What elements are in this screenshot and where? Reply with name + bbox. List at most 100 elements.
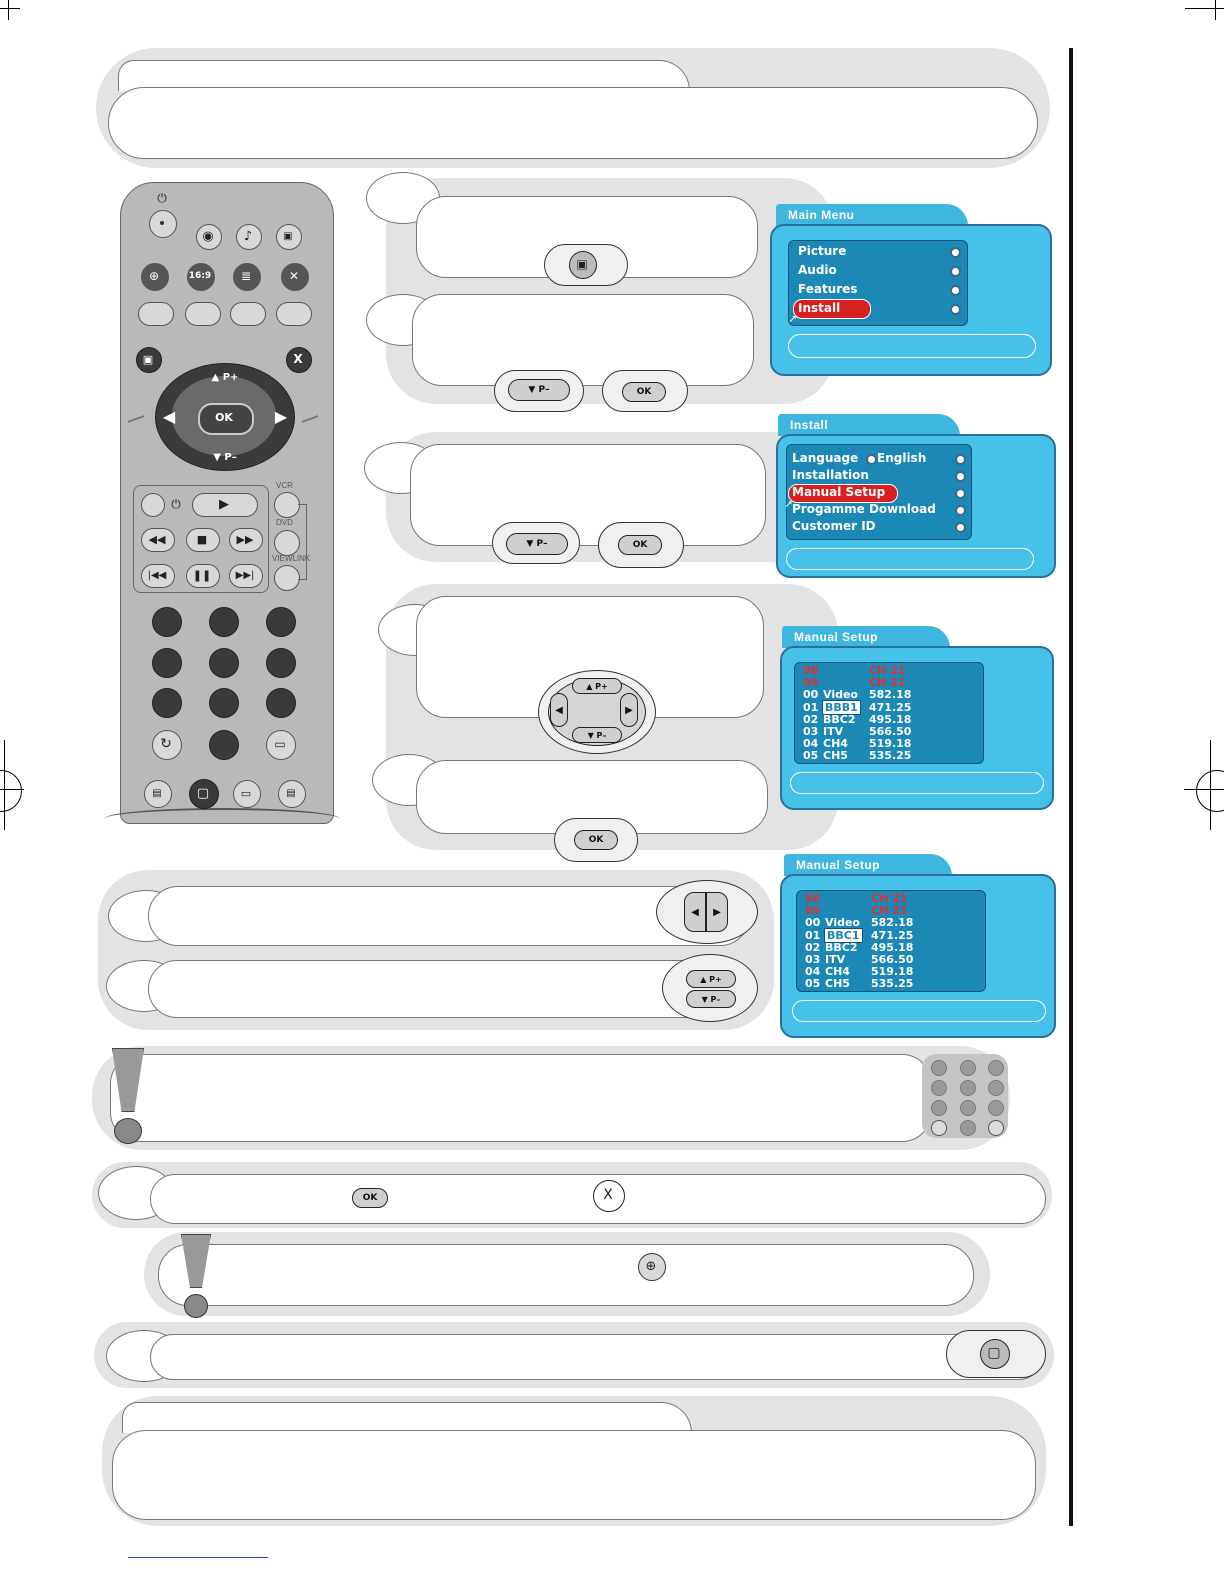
fast-forward-button[interactable] bbox=[229, 528, 263, 552]
number-key-6[interactable] bbox=[266, 648, 296, 678]
surround-button[interactable] bbox=[196, 224, 222, 250]
main-menu-item-features[interactable]: Features bbox=[798, 282, 858, 296]
number-key-8[interactable] bbox=[209, 688, 239, 718]
main-menu-item-install[interactable]: Install bbox=[798, 301, 841, 315]
p-minus-key-label-3: P– bbox=[596, 730, 607, 740]
tv-icon: ▢ bbox=[196, 785, 210, 801]
right-arrow-button[interactable]: ▶ bbox=[274, 406, 288, 426]
program-down-button[interactable]: ▼ P– bbox=[213, 451, 237, 463]
dvd-select-button[interactable] bbox=[274, 530, 300, 556]
record-button[interactable] bbox=[141, 493, 165, 517]
program-up-button[interactable]: ▲ P+ bbox=[211, 371, 239, 383]
registration-mark-left-h bbox=[0, 789, 24, 790]
keypad-mini-key bbox=[988, 1060, 1004, 1076]
channel-number: 98 bbox=[805, 892, 821, 905]
registration-mark-right-h bbox=[1184, 789, 1224, 790]
channel-number: 02 bbox=[805, 940, 821, 954]
submenu-arrow-icon bbox=[950, 266, 961, 277]
keypad-mini-key bbox=[931, 1080, 947, 1096]
install-item-programme-download[interactable]: Progamme Download bbox=[792, 502, 936, 516]
vcr-select-button[interactable] bbox=[274, 492, 300, 518]
transport-block bbox=[133, 485, 269, 593]
channel-frequency: 535.25 bbox=[871, 977, 914, 991]
info-button[interactable] bbox=[144, 780, 172, 808]
vcr-standby-icon: ⏻ bbox=[171, 496, 181, 511]
previous-button[interactable] bbox=[141, 564, 175, 588]
number-key-4[interactable] bbox=[152, 648, 182, 678]
ok-key-3: OK bbox=[574, 830, 618, 850]
picture-button[interactable] bbox=[233, 780, 261, 808]
number-key-0[interactable] bbox=[209, 730, 239, 760]
mute-button[interactable] bbox=[281, 263, 309, 291]
p-plus-key-label-2: P+ bbox=[709, 974, 722, 984]
tv-symbol-icon: ▢ bbox=[987, 1345, 1001, 1361]
pause-button[interactable] bbox=[186, 564, 220, 588]
left-arrow-button[interactable]: ◀ bbox=[162, 406, 176, 426]
install-item-manual-setup[interactable]: Manual Setup bbox=[792, 485, 886, 499]
install-item-language[interactable]: Language bbox=[792, 451, 859, 465]
viewlink-select-button[interactable] bbox=[274, 565, 300, 591]
channel-frequency: 495.18 bbox=[871, 940, 914, 954]
keypad-mini-key bbox=[988, 1100, 1004, 1116]
dvd-label: DVD bbox=[276, 518, 293, 527]
install-item-customer-id[interactable]: Customer ID bbox=[792, 519, 876, 533]
main-menu-help-bar bbox=[788, 334, 1036, 358]
channel-name: Video bbox=[825, 916, 860, 930]
fast-forward-icon: ▶▶ bbox=[236, 532, 254, 546]
ok-label: OK bbox=[215, 410, 233, 424]
ok-button[interactable] bbox=[198, 403, 254, 435]
main-menu-osd-title: Main Menu bbox=[776, 204, 968, 226]
number-key-1[interactable] bbox=[152, 607, 182, 637]
menu-icon: ▣ bbox=[142, 352, 154, 366]
note-box-1 bbox=[110, 1054, 932, 1142]
next-button[interactable] bbox=[229, 564, 263, 588]
p-plus-label: P+ bbox=[222, 371, 239, 383]
p-minus-label: P– bbox=[224, 451, 237, 463]
subtitle-button[interactable] bbox=[278, 780, 306, 808]
number-key-3[interactable] bbox=[266, 607, 296, 637]
menu-button[interactable] bbox=[136, 347, 162, 373]
channel-number: 02 bbox=[803, 712, 819, 726]
channel-frequency: 519.18 bbox=[869, 737, 912, 751]
cursor-pointer-icon: ➚ bbox=[788, 311, 798, 325]
green-fasttext-button[interactable] bbox=[185, 302, 221, 326]
inline-x-label: X bbox=[603, 1187, 613, 1203]
right-key: ▶ bbox=[706, 892, 728, 932]
install-item-installation[interactable]: Installation bbox=[792, 468, 869, 482]
av-source-button[interactable] bbox=[141, 263, 169, 291]
keypad-mini-key bbox=[931, 1060, 947, 1076]
swap-button[interactable] bbox=[152, 730, 182, 760]
tv-button[interactable] bbox=[189, 779, 219, 809]
up-down-keys-illustration bbox=[662, 954, 758, 1022]
text-button[interactable] bbox=[233, 263, 261, 291]
number-key-2[interactable] bbox=[209, 607, 239, 637]
footer-text-box bbox=[112, 1430, 1036, 1520]
aspect-button[interactable] bbox=[187, 263, 215, 291]
channel-frequency: 582.18 bbox=[869, 688, 912, 702]
right-arrow-key: ▶ bbox=[620, 693, 638, 727]
main-menu-item-audio[interactable]: Audio bbox=[798, 263, 837, 277]
blue-fasttext-button[interactable] bbox=[276, 302, 312, 326]
exit-button[interactable] bbox=[286, 347, 312, 373]
red-fasttext-button[interactable] bbox=[138, 302, 174, 326]
main-menu-item-picture[interactable]: Picture bbox=[798, 244, 847, 258]
channel-name: Video bbox=[823, 688, 858, 702]
note-box-2 bbox=[158, 1244, 974, 1306]
ad-button[interactable] bbox=[276, 224, 302, 250]
number-key-9[interactable] bbox=[266, 688, 296, 718]
rewind-icon: ◀◀ bbox=[148, 532, 166, 546]
number-key-7[interactable] bbox=[152, 688, 182, 718]
rewind-button[interactable] bbox=[141, 528, 175, 552]
crop-mark-tl bbox=[0, 8, 20, 9]
play-button[interactable] bbox=[192, 493, 258, 517]
sound-mode-button[interactable] bbox=[236, 224, 262, 250]
yellow-fasttext-button[interactable] bbox=[230, 302, 266, 326]
number-key-5[interactable] bbox=[209, 648, 239, 678]
channel-frequency: CH 21 bbox=[869, 676, 906, 690]
guide-button[interactable] bbox=[266, 730, 296, 760]
p-plus-key-label: P+ bbox=[595, 681, 608, 691]
crop-mark-tr-v bbox=[1215, 0, 1216, 20]
channel-name: BBB1 bbox=[822, 699, 861, 715]
stop-button[interactable] bbox=[186, 528, 220, 552]
tv-key bbox=[980, 1339, 1010, 1369]
